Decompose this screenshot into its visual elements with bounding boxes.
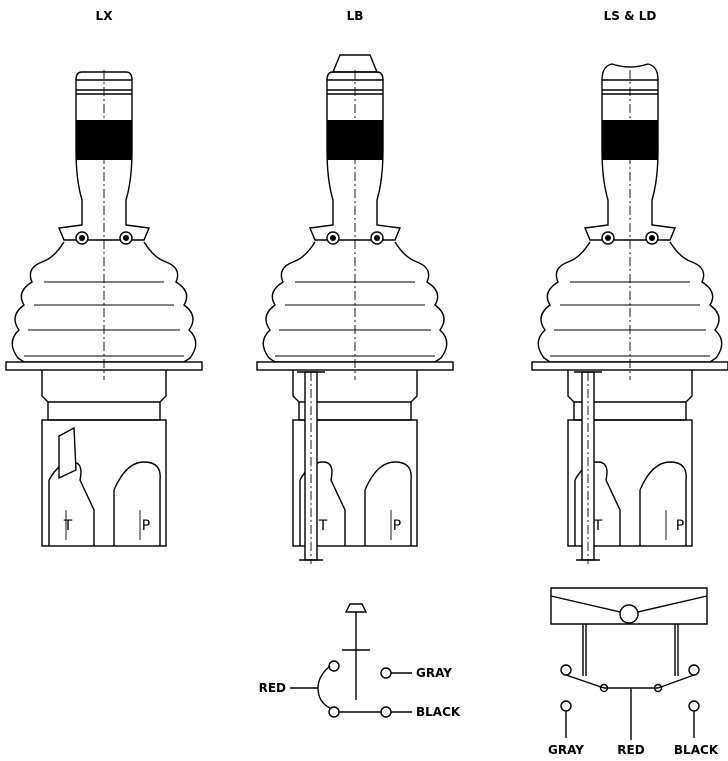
lb-contact-nc bbox=[328, 660, 340, 672]
ls-ld-label-red: RED bbox=[617, 743, 644, 757]
joystick-lb: LB T P bbox=[256, 9, 454, 564]
lb-contact-black bbox=[380, 706, 392, 718]
ls-ld-contact-black bbox=[688, 700, 700, 712]
ls-ld-contact-right-top bbox=[688, 664, 700, 676]
lb-contact-gray bbox=[380, 667, 392, 679]
lb-label-black: BLACK bbox=[416, 705, 461, 719]
lb-letter-right: P bbox=[393, 518, 401, 534]
ls-ld-letter-right: P bbox=[676, 518, 684, 534]
ls-ld-contact-gray bbox=[560, 700, 572, 712]
lx-tab bbox=[58, 426, 77, 480]
ls-ld-pivot bbox=[619, 604, 639, 624]
joystick-ls-ld: LS & LD T P bbox=[531, 9, 728, 564]
joystick-title-ls-ld: LS & LD bbox=[604, 9, 657, 23]
lb-button bbox=[331, 54, 379, 73]
lx-letter-right: P bbox=[142, 518, 150, 534]
ls-ld-contact-left-top bbox=[560, 664, 572, 676]
joystick-title-lb: LB bbox=[347, 9, 364, 23]
schematic-ls-ld: GRAY RED BLACK bbox=[548, 587, 719, 757]
lb-schematic-button bbox=[344, 603, 368, 613]
ls-ld-label-gray: GRAY bbox=[548, 743, 584, 757]
ls-ld-rocker bbox=[601, 63, 659, 81]
lb-contact-common bbox=[328, 706, 340, 718]
ls-ld-letter-left: T bbox=[593, 518, 603, 534]
lb-label-gray: GRAY bbox=[416, 666, 452, 680]
schematic-lb: RED GRAY BLACK bbox=[259, 603, 461, 719]
ls-ld-label-black: BLACK bbox=[674, 743, 719, 757]
joystick-title-lx: LX bbox=[96, 9, 114, 23]
lb-label-red: RED bbox=[259, 681, 286, 695]
lx-letter-left: T bbox=[63, 518, 73, 534]
ls-ld-rocker-block bbox=[550, 587, 708, 625]
joystick-lx: LX T P bbox=[5, 9, 203, 547]
lb-letter-left: T bbox=[318, 518, 328, 534]
